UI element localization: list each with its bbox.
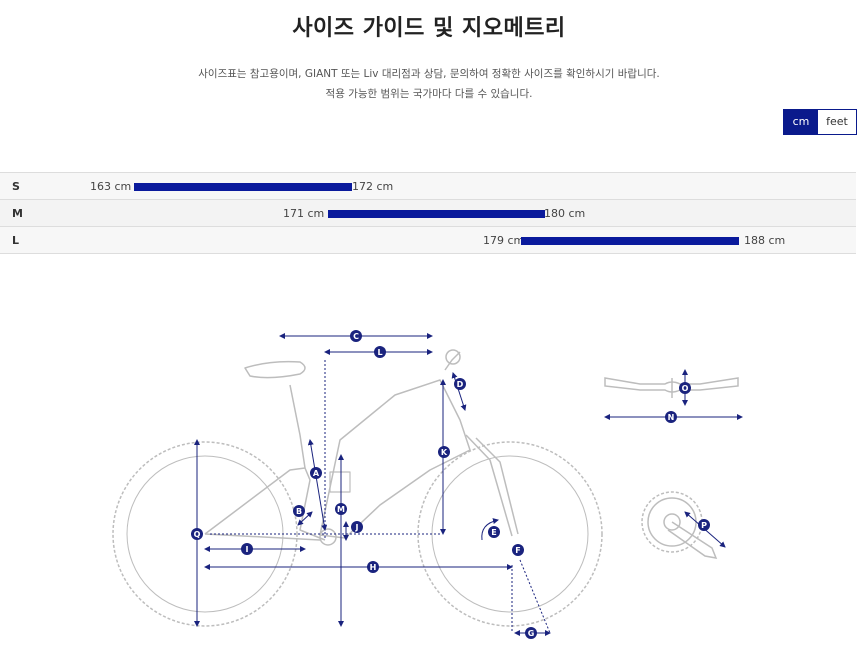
svg-text:L: L — [377, 348, 382, 357]
unit-cm-button[interactable]: cm — [784, 110, 818, 134]
height-min: 179 cm — [483, 234, 525, 247]
height-range-bar — [521, 237, 739, 245]
height-min: 171 cm — [283, 207, 325, 220]
geometry-label-h: H — [367, 561, 379, 573]
size-row-s: S 163 cm 172 cm — [0, 173, 856, 200]
geometry-label-k: K — [438, 446, 450, 458]
geometry-label-b: B — [293, 505, 305, 517]
geometry-label-d: D — [454, 378, 466, 390]
size-guide-note-country: 적용 가능한 범위는 국가마다 다를 수 있습니다. — [325, 88, 533, 100]
height-max: 172 cm — [352, 180, 394, 193]
size-guide-note: 사이즈표는 참고용이며, GIANT 또는 Liv 대리점과 상담, 문의하여 … — [198, 68, 660, 80]
height-min: 163 cm — [90, 180, 132, 193]
geometry-label-j: J — [351, 521, 363, 533]
unit-feet-button[interactable]: feet — [818, 110, 856, 134]
size-label: L — [12, 234, 20, 247]
svg-text:G: G — [528, 629, 535, 638]
geometry-label-l: L — [374, 346, 386, 358]
svg-text:J: J — [355, 523, 359, 532]
handlebar-diagram — [604, 377, 739, 398]
page-title: 사이즈 가이드 및 지오메트리 — [292, 16, 566, 41]
height-max: 188 cm — [744, 234, 786, 247]
svg-text:I: I — [246, 545, 249, 554]
dimension-lines — [194, 333, 743, 636]
geometry-label-q: Q — [191, 528, 203, 540]
svg-text:B: B — [296, 507, 302, 516]
size-label: S — [12, 180, 20, 193]
svg-text:E: E — [491, 528, 496, 537]
size-row-l: L 179 cm 188 cm — [0, 227, 856, 254]
height-range-bar — [327, 210, 546, 218]
svg-text:K: K — [441, 448, 448, 457]
height-range-bar — [134, 183, 352, 191]
geometry-label-c: C — [350, 330, 362, 342]
geometry-label-f: F — [512, 544, 524, 556]
size-range-table: S 163 cm 172 cm M 171 cm 180 cm L 179 cm… — [0, 172, 856, 254]
geometry-label-p: P — [698, 519, 710, 531]
size-label: M — [12, 207, 23, 220]
geometry-label-o: O — [679, 382, 691, 394]
svg-text:M: M — [337, 505, 345, 514]
size-row-m: M 171 cm 180 cm — [0, 200, 856, 227]
unit-toggle: cm feet — [783, 109, 857, 135]
svg-text:F: F — [515, 546, 520, 555]
svg-text:C: C — [353, 332, 359, 341]
svg-text:N: N — [668, 413, 675, 422]
svg-text:A: A — [313, 469, 320, 478]
geometry-label-i: I — [241, 543, 253, 555]
svg-text:P: P — [701, 521, 707, 530]
svg-text:D: D — [457, 380, 464, 389]
geometry-label-n: N — [665, 411, 677, 423]
bike-frame — [204, 349, 519, 546]
front-wheel — [417, 441, 603, 627]
svg-text:H: H — [370, 563, 377, 572]
height-max: 180 cm — [544, 207, 586, 220]
geometry-label-g: G — [525, 627, 537, 639]
svg-text:Q: Q — [194, 530, 201, 539]
geometry-label-e: E — [488, 526, 500, 538]
svg-text:O: O — [682, 384, 689, 393]
geometry-label-m: M — [335, 503, 347, 515]
geometry-label-a: A — [310, 467, 322, 479]
geometry-labels: A B C D E F G H I J K L M N O P Q — [191, 330, 710, 639]
